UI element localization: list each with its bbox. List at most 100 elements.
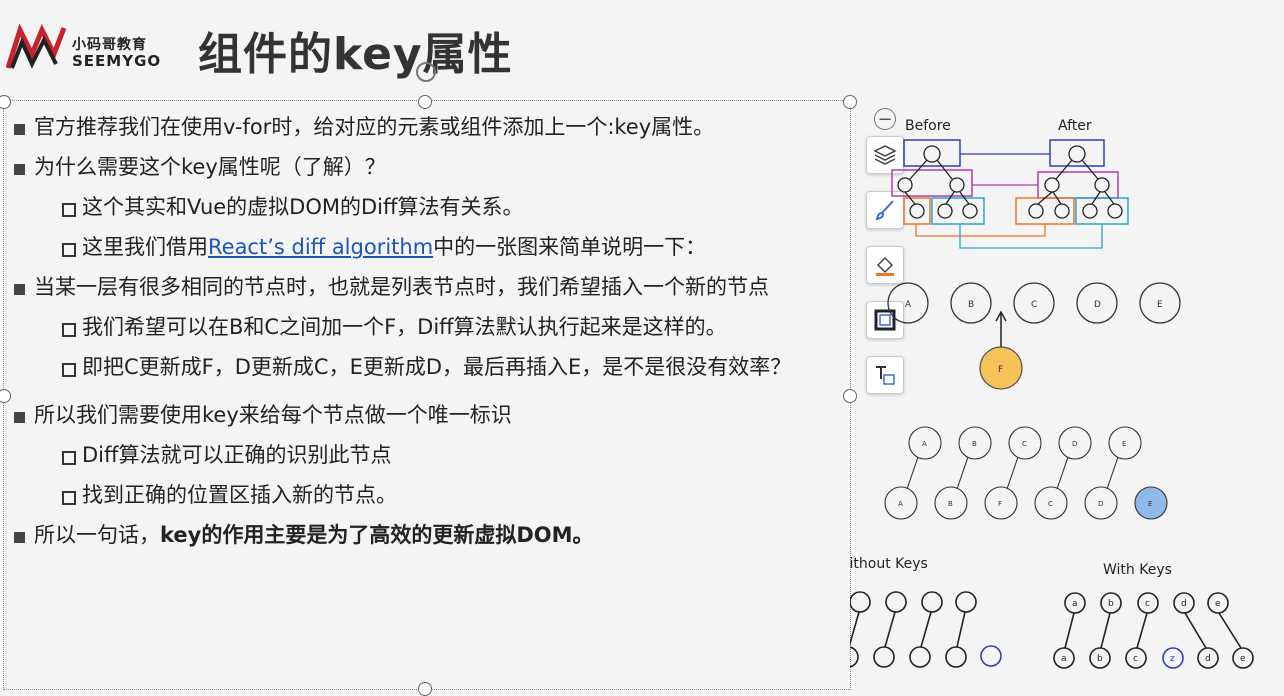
logo-mark-icon: [5, 23, 67, 69]
bullet-list: 官方推荐我们在使用v-for时，给对应的元素或组件添加上一个:key属性。 为什…: [10, 112, 840, 560]
withk-bottom-label: b: [1097, 654, 1103, 664]
wk-node: [873, 646, 895, 668]
diff-bottom-label: C: [1048, 500, 1053, 508]
withk-node: [1089, 647, 1111, 669]
diff-top-node: [908, 426, 942, 460]
diff-bottom-node: [1034, 486, 1068, 520]
minus-circle-icon[interactable]: −: [874, 108, 896, 130]
withk-node: [1173, 592, 1195, 614]
withk-bottom-label: z: [1170, 654, 1175, 664]
withk-node: [1207, 592, 1229, 614]
withk-bottom-label: d: [1205, 654, 1211, 664]
row-node-label: C: [1031, 300, 1037, 310]
diff-top-node: [1008, 426, 1042, 460]
logo: 小码哥教育 SEEMYGO: [5, 23, 171, 72]
withk-node: [1053, 647, 1075, 669]
withk-top-label: a: [1072, 599, 1078, 609]
text-box-icon[interactable]: [866, 356, 904, 394]
row-node-label: E: [1157, 300, 1163, 310]
bullet-item: 为什么需要这个key属性呢（了解）？: [10, 152, 840, 182]
wk-node-new: [980, 645, 1002, 667]
diff-top-label: D: [1072, 440, 1077, 448]
react-diff-link[interactable]: React’s diff algorithm: [208, 235, 434, 259]
withk-node: [1232, 647, 1254, 669]
wk-node: [945, 646, 967, 668]
resize-handle-bottom[interactable]: [418, 682, 432, 696]
diff-top-label: B: [972, 440, 977, 448]
diff-top-node: [1058, 426, 1092, 460]
page-title: 组件的key属性: [198, 29, 513, 80]
row-node-circle: [1139, 282, 1181, 324]
diff-bottom-node: [934, 486, 968, 520]
row-node-label: D: [1094, 300, 1101, 310]
withk-bottom-label: c: [1133, 654, 1138, 664]
withk-top-label: c: [1145, 599, 1150, 609]
diff-top-label: A: [922, 440, 927, 448]
react-diff-diagram: Before After A B C D: [850, 118, 1254, 669]
wk-node: [850, 591, 871, 613]
diff-mapping: [884, 426, 1168, 520]
withk-node: [1137, 592, 1159, 614]
diff-bottom-node-new: [1134, 486, 1168, 520]
withk-top-label: e: [1215, 599, 1221, 609]
resize-handle-tr[interactable]: [843, 95, 857, 109]
tree-connectors: [915, 153, 1103, 249]
diff-top-label: C: [1022, 440, 1027, 448]
row-node-label: A: [905, 300, 912, 310]
row-node-label: B: [968, 300, 974, 310]
wk-node: [885, 591, 907, 613]
resize-handle-tl[interactable]: [0, 95, 11, 109]
row-node-circle: [1076, 282, 1118, 324]
diff-bottom-label: D: [1098, 500, 1103, 508]
without-keys-graph: [850, 591, 1002, 668]
diff-bottom-node: [884, 486, 918, 520]
before-tree: [891, 139, 985, 225]
diff-bottom-label: B: [948, 500, 953, 508]
sub-bullet-item: 我们希望可以在B和C之间加一个F，Diff算法默认执行起来是这样的。: [10, 312, 840, 342]
sub-bullet-item: 找到正确的位置区插入新的节点。: [10, 480, 840, 510]
without-keys-label: Without Keys: [850, 556, 928, 572]
withk-top-label: b: [1108, 599, 1114, 609]
fill-icon[interactable]: [866, 246, 904, 284]
insert-node-label: F: [998, 365, 1003, 375]
sub-bullet-item: 这个其实和Vue的虚拟DOM的Diff算法有关系。: [10, 192, 840, 222]
wk-node: [909, 646, 931, 668]
after-tree: [1015, 139, 1129, 225]
withk-node: [1064, 592, 1086, 614]
diff-top-node: [1108, 426, 1142, 460]
wk-node: [850, 646, 859, 668]
logo-cn: 小码哥教育: [72, 37, 147, 53]
diff-bottom-node: [984, 486, 1018, 520]
withk-node: [1100, 592, 1122, 614]
bullet-item: 所以我们需要使用key来给每个节点做一个唯一标识: [10, 400, 840, 430]
resize-handle-right[interactable]: [843, 389, 857, 403]
row-node-circle: [1013, 282, 1055, 324]
bullet-item: 所以一句话，key的作用主要是为了高效的更新虚拟DOM。: [10, 520, 840, 550]
rotate-handle-icon[interactable]: [416, 62, 436, 82]
after-label: After: [1058, 118, 1092, 134]
floating-toolbar: [866, 136, 908, 411]
withk-node: [1197, 647, 1219, 669]
insert-node-f: [979, 346, 1023, 390]
resize-handle-top[interactable]: [418, 95, 432, 109]
brush-icon[interactable]: [866, 191, 904, 229]
diff-bottom-label: E: [1148, 500, 1152, 508]
insert-arrow: [995, 310, 1007, 348]
insert-row: A B C D E F: [887, 282, 1181, 390]
withk-bottom-label: e: [1240, 654, 1246, 664]
diff-bottom-label: A: [898, 500, 903, 508]
sub-bullet-item: 即把C更新成F，D更新成C，E更新成D，最后再插入E，是不是很没有效率？: [10, 352, 840, 382]
withk-node: [1125, 647, 1147, 669]
wk-node: [921, 591, 943, 613]
withk-bottom-label: a: [1061, 654, 1067, 664]
sub-bullet-item: Diff算法就可以正确的识别此节点: [10, 440, 840, 470]
withk-node-new: [1162, 647, 1184, 669]
withk-top-label: d: [1181, 599, 1187, 609]
diff-top-label: E: [1122, 440, 1126, 448]
sub-bullet-item: 这里我们借用React’s diff algorithm中的一张图来简单说明一下…: [10, 232, 840, 262]
diff-bottom-label: F: [998, 500, 1002, 508]
logo-en: SEEMYGO: [72, 52, 162, 70]
resize-handle-left[interactable]: [0, 389, 11, 403]
wk-node: [955, 591, 977, 613]
diff-top-node: [958, 426, 992, 460]
